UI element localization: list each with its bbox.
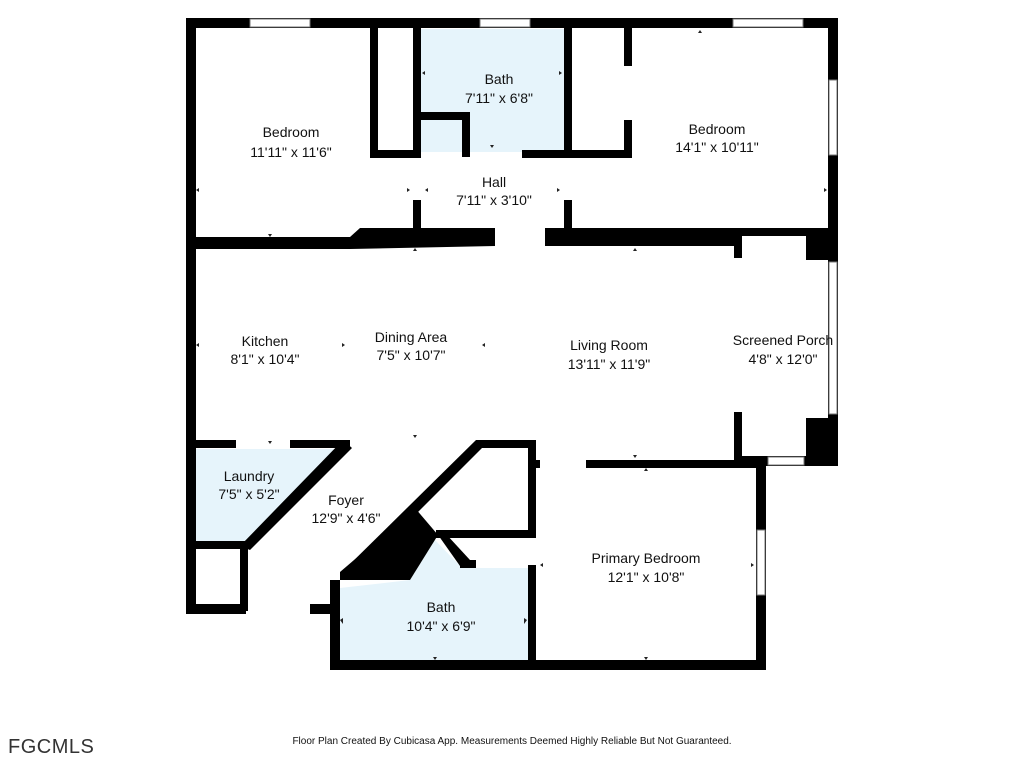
- room-foyer: Foyer 12'9" x 4'6": [312, 492, 381, 526]
- room-name: Kitchen: [242, 333, 289, 349]
- room-dimensions: 14'1" x 10'11": [675, 139, 759, 155]
- watermark: FGCMLS: [8, 736, 95, 758]
- room-dining: Dining Area 7'5" x 10'7": [375, 329, 448, 363]
- bath-bottom-fill: [340, 540, 528, 660]
- windows: [249, 18, 838, 596]
- window: [767, 456, 805, 466]
- window: [828, 79, 838, 156]
- room-name: Dining Area: [375, 329, 448, 345]
- room-dimensions: 12'1" x 10'8": [608, 569, 685, 585]
- window: [756, 529, 766, 596]
- laundry-fill: [196, 449, 337, 542]
- upper-walls: [370, 28, 632, 235]
- window: [732, 18, 804, 28]
- room-living: Living Room 13'11" x 11'9": [568, 337, 651, 372]
- room-dimensions: 7'5" x 10'7": [377, 347, 446, 363]
- room-name: Bath: [485, 71, 514, 87]
- room-dimensions: 8'1" x 10'4": [231, 351, 300, 367]
- room-bedroom-nw: Bedroom 11'11" x 11'6": [250, 124, 331, 160]
- dimension-ticks: [196, 30, 827, 660]
- window: [828, 261, 838, 415]
- room-dimensions: 13'11" x 11'9": [568, 356, 651, 372]
- room-primary-bedroom: Primary Bedroom 12'1" x 10'8": [592, 550, 701, 585]
- room-name: Primary Bedroom: [592, 550, 701, 566]
- room-name: Bath: [427, 599, 456, 615]
- window: [479, 18, 531, 28]
- room-dimensions: 4'8" x 12'0": [749, 351, 818, 367]
- window: [249, 18, 311, 28]
- bath-top-fill: [420, 29, 565, 152]
- room-name: Hall: [482, 174, 506, 190]
- room-name: Bedroom: [263, 124, 320, 140]
- room-dimensions: 7'11" x 3'10": [456, 192, 532, 208]
- room-kitchen: Kitchen 8'1" x 10'4": [231, 333, 300, 367]
- room-name: Living Room: [570, 337, 648, 353]
- room-bath-bottom: Bath 10'4" x 6'9": [407, 599, 476, 634]
- room-dimensions: 7'5" x 5'2": [218, 486, 279, 502]
- room-name: Laundry: [224, 468, 275, 484]
- room-name: Screened Porch: [733, 332, 833, 348]
- room-dimensions: 7'11" x 6'8": [465, 90, 533, 106]
- room-hall: Hall 7'11" x 3'10": [456, 174, 532, 208]
- center-wall: [186, 228, 838, 249]
- room-laundry: Laundry 7'5" x 5'2": [218, 468, 279, 502]
- lower-walls: [196, 440, 756, 665]
- door-gaps: [495, 228, 545, 246]
- footer-disclaimer: Floor Plan Created By Cubicasa App. Meas…: [292, 736, 732, 747]
- room-porch: Screened Porch 4'8" x 12'0": [733, 332, 833, 367]
- room-bedroom-ne: Bedroom 14'1" x 10'11": [675, 121, 759, 155]
- room-dimensions: 12'9" x 4'6": [312, 510, 381, 526]
- room-name: Foyer: [328, 492, 364, 508]
- room-dimensions: 10'4" x 6'9": [407, 618, 476, 634]
- room-bath-top: Bath 7'11" x 6'8": [465, 71, 533, 106]
- room-dimensions: 11'11" x 11'6": [250, 144, 331, 160]
- room-name: Bedroom: [689, 121, 746, 137]
